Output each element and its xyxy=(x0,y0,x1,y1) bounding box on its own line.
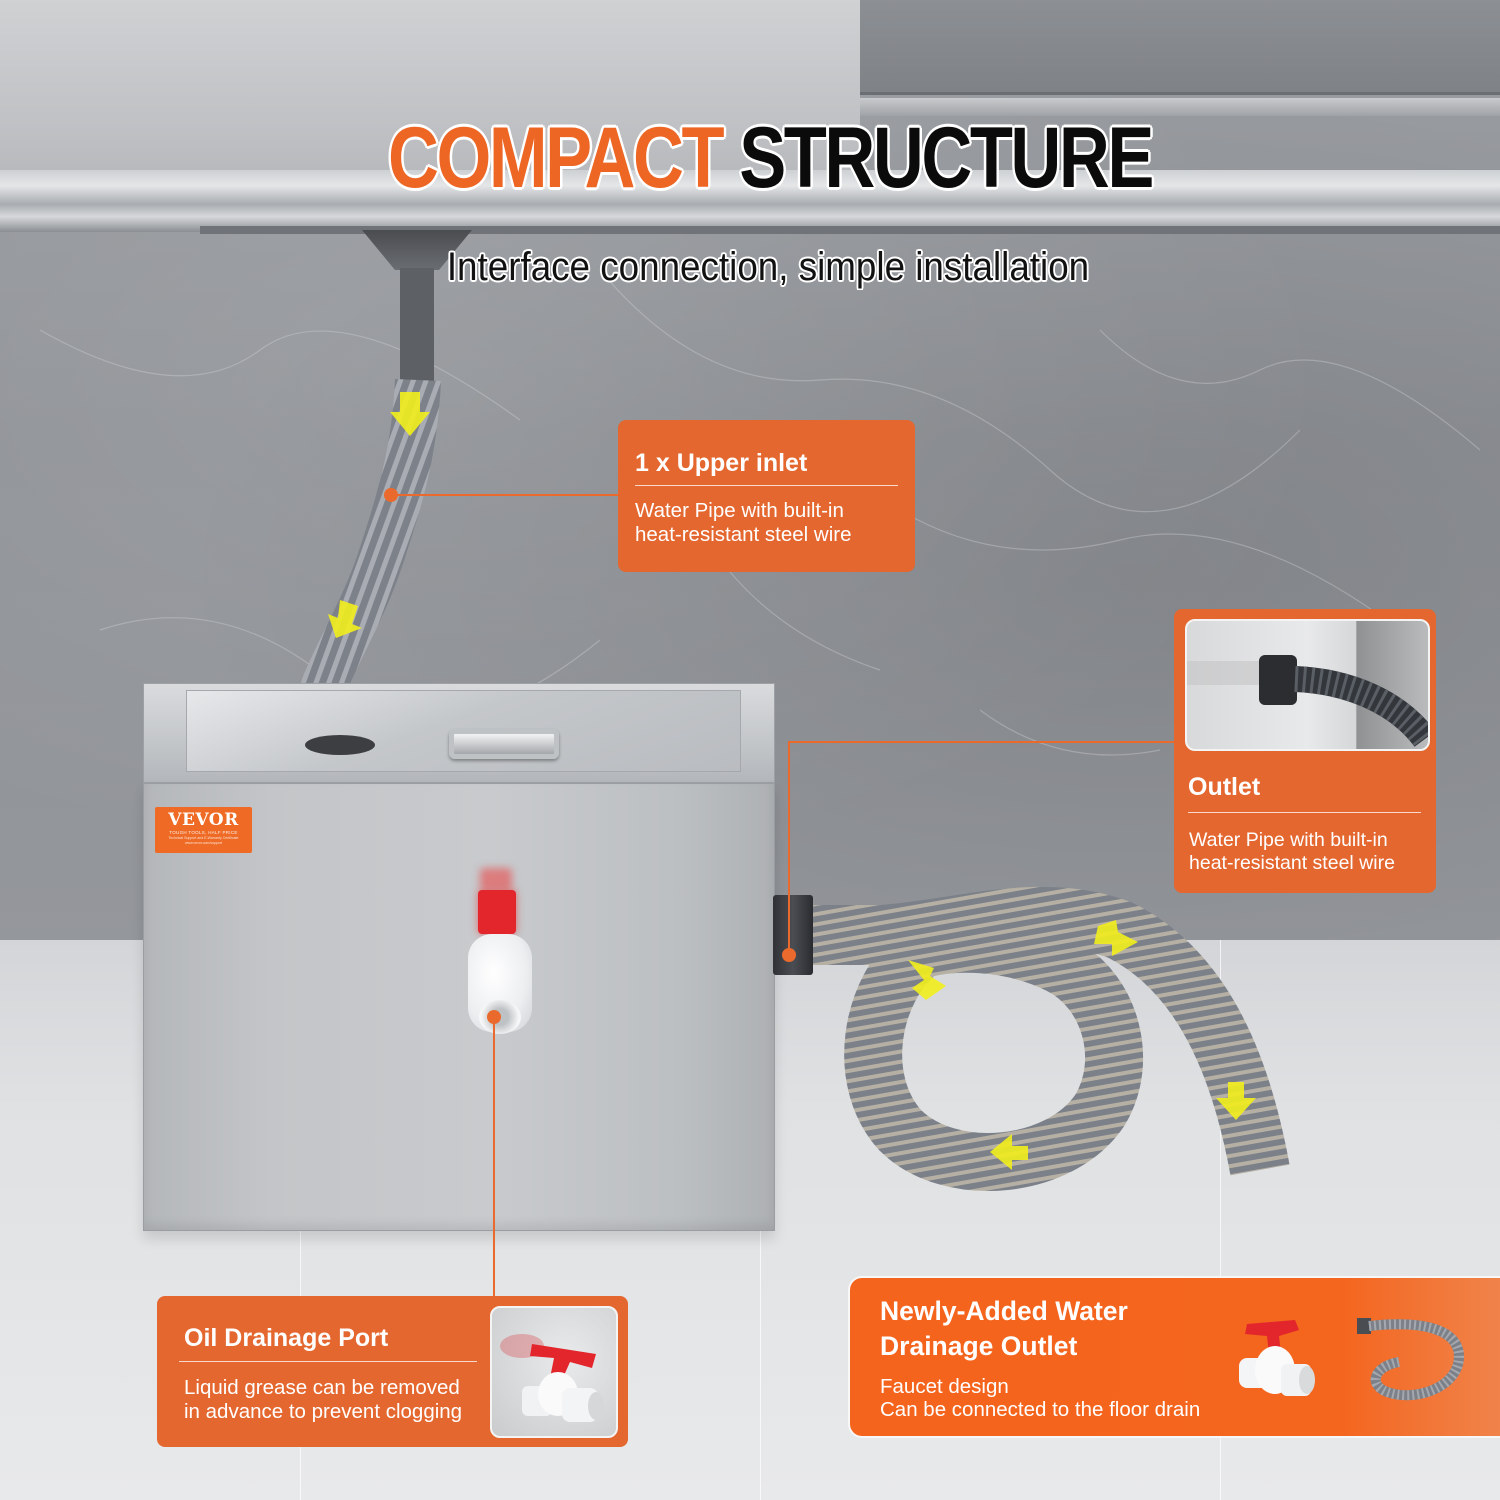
callout-title: 1 x Upper inlet xyxy=(635,449,808,477)
callout-description: Water Pipe with built-in heat-resistant … xyxy=(635,499,851,547)
callout-description-line: Water Pipe with built-in xyxy=(635,499,844,522)
countertop-lip xyxy=(200,226,1500,234)
callout-water-drainage-outlet: Newly-Added Water Drainage Outlet Faucet… xyxy=(848,1276,1500,1438)
callout-divider xyxy=(635,485,898,486)
outlet-leader-line-v xyxy=(788,741,790,956)
callout-description-line: heat-resistant steel wire xyxy=(635,523,852,546)
callout-title: Newly-Added Water Drainage Outlet xyxy=(880,1294,1128,1364)
countertop-underside xyxy=(0,0,860,180)
outlet-marker-dot xyxy=(782,948,796,962)
page-title: COMPACT STRUCTURE xyxy=(139,108,1402,208)
countertop-steel-edge xyxy=(0,170,1500,232)
callout-title: Outlet xyxy=(1188,773,1261,801)
callout-outlet: Outlet Water Pipe with built-in heat-res… xyxy=(1174,609,1436,893)
callout-description: Faucet design Can be connected to the fl… xyxy=(880,1375,1200,1421)
outlet-connector-photo xyxy=(1185,619,1430,751)
callout-description-line: Liquid grease can be removed xyxy=(184,1376,460,1399)
callout-oil-drainage-port: Oil Drainage Port Liquid grease can be r… xyxy=(157,1296,628,1447)
callout-title: Oil Drainage Port xyxy=(184,1324,389,1352)
outlet-leader-line-h xyxy=(788,741,1174,743)
title-main-word: STRUCTURE xyxy=(739,110,1154,206)
lid-handle xyxy=(449,729,559,759)
callout-title-line: Drainage Outlet xyxy=(880,1331,1078,1361)
callout-title-line: Newly-Added Water xyxy=(880,1296,1128,1326)
inlet-leader-line xyxy=(396,494,618,496)
callout-description: Liquid grease can be removed in advance … xyxy=(184,1376,462,1424)
brand-tagline: TOUGH TOOLS, HALF PRICE xyxy=(169,830,238,835)
oil-valve-photo xyxy=(490,1306,618,1438)
floor-seam xyxy=(1220,940,1221,1500)
inlet-marker-dot xyxy=(384,488,398,502)
outlet-coupling xyxy=(773,895,813,975)
oil-port-leader-line xyxy=(493,1016,495,1296)
tank-lid-panel xyxy=(186,690,741,772)
callout-divider xyxy=(1188,812,1421,813)
flow-arrow-icons xyxy=(328,392,1256,1170)
callout-description-line: in advance to prevent clogging xyxy=(184,1400,463,1423)
callout-upper-inlet: 1 x Upper inlet Water Pipe with built-in… xyxy=(618,420,915,572)
outlet-hose-icon xyxy=(1187,655,1428,748)
inlet-pipe-upper xyxy=(400,268,434,388)
callout-divider xyxy=(179,1361,477,1362)
brand-fine-print: Technical Support and E-Warranty Certifi… xyxy=(168,836,239,845)
grease-trap-tank: VEVOR TOUGH TOOLS, HALF PRICE Technical … xyxy=(143,783,775,1231)
tank-lid xyxy=(143,683,775,783)
drain-hose-icon xyxy=(1357,1318,1464,1401)
title-accent-word: COMPACT xyxy=(388,110,725,206)
callout-description-line: Can be connected to the floor drain xyxy=(880,1398,1201,1421)
page-subtitle: Interface connection, simple installatio… xyxy=(446,245,1090,289)
cabinet-panel xyxy=(860,0,1500,95)
callout-description-line: Faucet design xyxy=(880,1375,1009,1398)
callout-description: Water Pipe with built-in heat-resistant … xyxy=(1189,829,1395,875)
inlet-hole xyxy=(305,735,375,755)
callout-description-line: heat-resistant steel wire xyxy=(1189,852,1395,874)
valve-handle-motion-blur xyxy=(480,868,512,890)
oil-valve-handle-icon xyxy=(478,890,516,934)
cabinet-rail xyxy=(860,98,1500,116)
callout-description-line: Water Pipe with built-in xyxy=(1189,829,1388,851)
brand-logo: VEVOR xyxy=(168,810,239,830)
ball-valve-icon xyxy=(1239,1320,1315,1396)
vevor-brand-badge: VEVOR TOUGH TOOLS, HALF PRICE Technical … xyxy=(155,807,252,853)
ball-valve-icon xyxy=(500,1334,604,1422)
